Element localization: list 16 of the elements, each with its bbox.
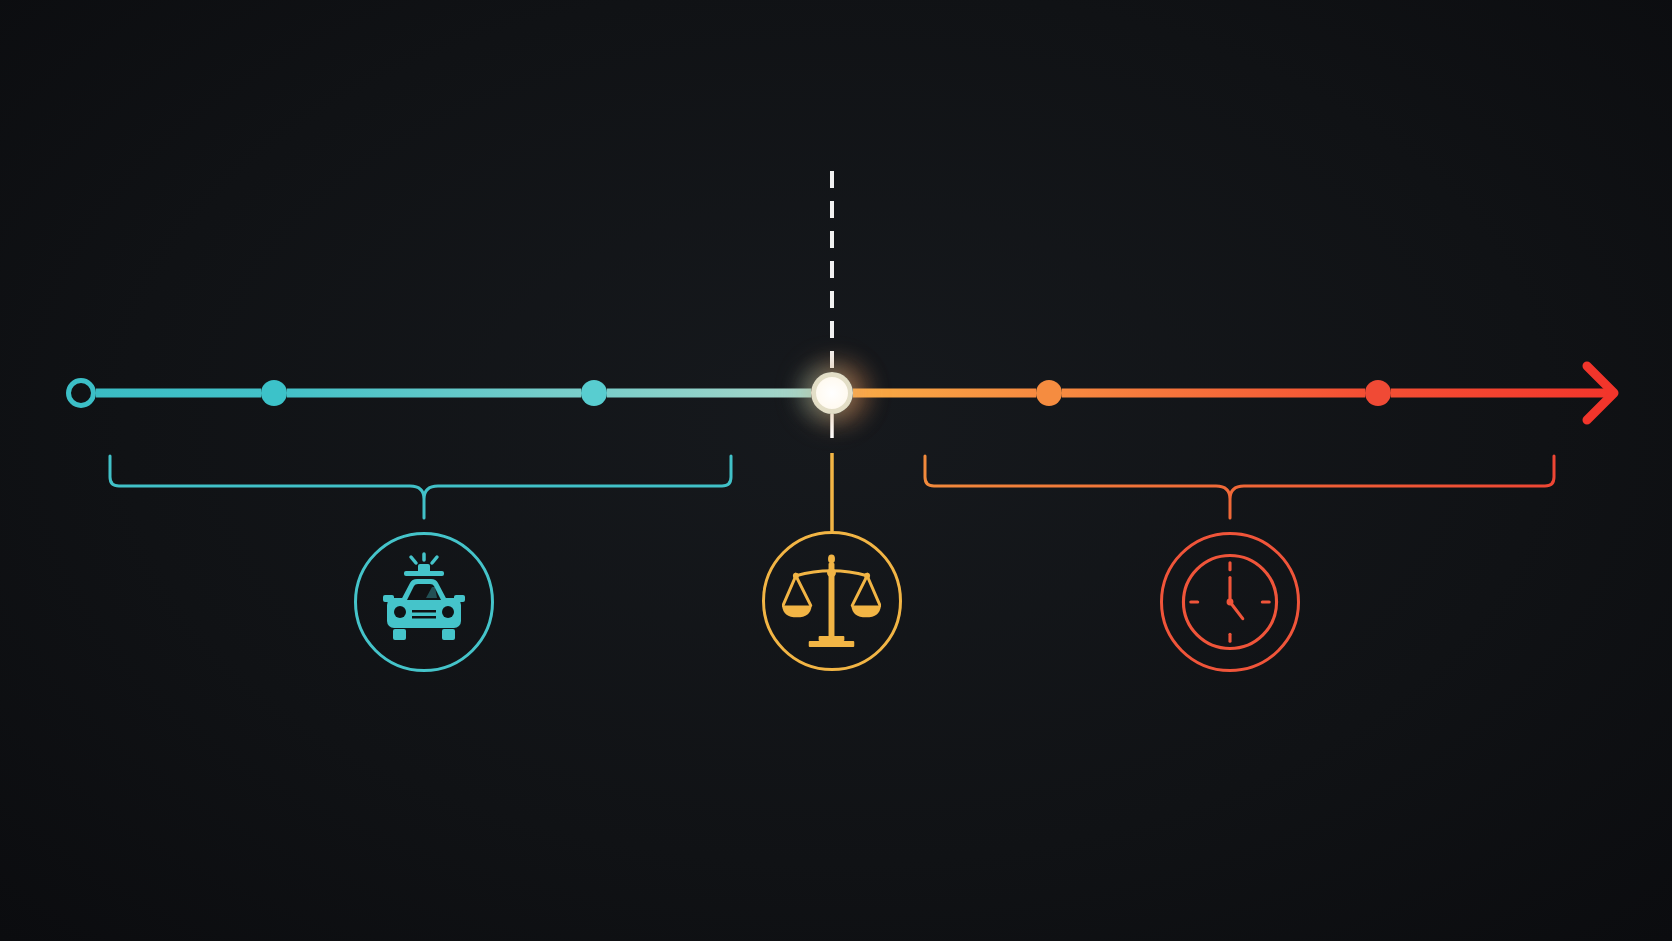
timeline-dot	[1365, 380, 1391, 406]
connector-line	[830, 414, 834, 531]
timeline-dot	[261, 380, 287, 406]
timeline-line	[287, 388, 581, 398]
timeline-arrow	[1391, 361, 1619, 425]
timeline-dot	[581, 380, 607, 406]
timeline-dot	[1036, 380, 1062, 406]
timeline-line	[607, 388, 811, 398]
timeline-line	[96, 388, 261, 398]
icon-circle	[1160, 532, 1300, 672]
icon-circle	[354, 532, 494, 672]
icon-circle	[762, 531, 902, 671]
glowing-dot	[811, 372, 853, 414]
timeline-ring	[66, 378, 96, 408]
timeline-line	[1062, 388, 1365, 398]
timeline-line	[853, 388, 1036, 398]
